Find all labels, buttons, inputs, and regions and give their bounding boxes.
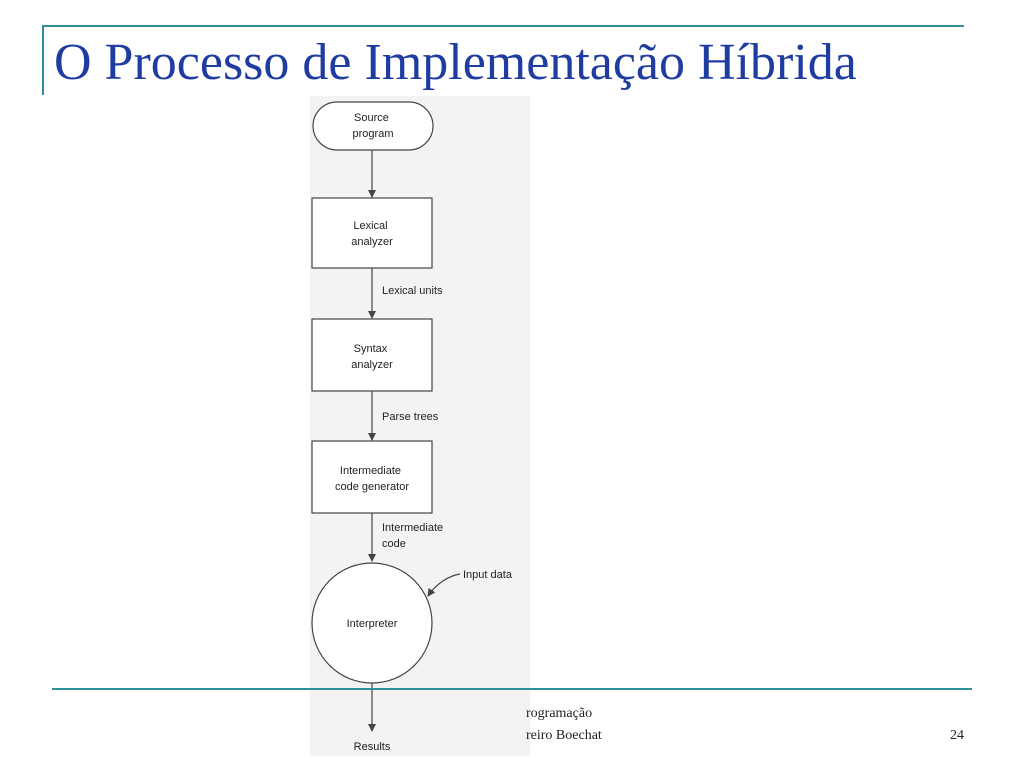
slide-title: O Processo de Implementação Híbrida bbox=[54, 34, 857, 91]
footer-author-text: reiro Boechat bbox=[526, 728, 602, 743]
title-top-rule bbox=[42, 25, 964, 27]
input-data-label: Input data bbox=[463, 569, 513, 581]
intermediate-code-generator-node bbox=[311, 440, 433, 514]
footer-course-text: rogramação bbox=[526, 706, 593, 721]
syntax-analyzer-label-line-2: analyzer bbox=[351, 359, 393, 371]
page-number: 24 bbox=[950, 728, 964, 743]
interpreter-label-line-1: Interpreter bbox=[347, 618, 398, 630]
syntax-analyzer-label: Syntax analyzer bbox=[351, 343, 393, 371]
interpreter-label: Interpreter bbox=[347, 618, 398, 630]
lexical-analyzer-label: Lexical analyzer bbox=[351, 220, 393, 248]
intermediate-code-generator-label-line-1: Intermediate bbox=[340, 465, 401, 477]
intermediate-code-label-line-2: code bbox=[382, 538, 406, 550]
results-label-line-1: Results bbox=[354, 741, 391, 753]
intermediate-code-label-line-1: Intermediate bbox=[382, 522, 443, 534]
source-program-label-line-1: Source bbox=[354, 112, 389, 124]
source-program-label: Source program bbox=[353, 112, 394, 140]
parse-trees-label-line-1: Parse trees bbox=[382, 411, 439, 423]
input-data-label-line-1: Input data bbox=[463, 569, 513, 581]
lexical-units-label-line-1: Lexical units bbox=[382, 285, 443, 297]
intermediate-code-generator-label: Intermediate code generator bbox=[335, 465, 409, 493]
lexical-analyzer-label-line-1: Lexical bbox=[353, 220, 387, 232]
parse-trees-label: Parse trees bbox=[382, 411, 439, 423]
flowchart-svg: Source program Lexical analyzer Lexical … bbox=[311, 101, 513, 753]
syntax-analyzer-label-line-1: Syntax bbox=[354, 343, 388, 355]
title-left-rule bbox=[42, 25, 44, 95]
intermediate-code-generator-label-line-2: code generator bbox=[335, 481, 409, 493]
lexical-units-label: Lexical units bbox=[382, 285, 443, 297]
syntax-analyzer-node bbox=[311, 318, 433, 392]
source-program-node bbox=[312, 101, 434, 151]
source-program-label-line-2: program bbox=[353, 128, 394, 140]
footer-rule bbox=[52, 688, 972, 690]
intermediate-code-label: Intermediate code bbox=[382, 522, 446, 550]
lexical-analyzer-node bbox=[311, 197, 433, 269]
lexical-analyzer-label-line-2: analyzer bbox=[351, 236, 393, 248]
flowchart-figure: Source program Lexical analyzer Lexical … bbox=[310, 96, 530, 756]
results-label: Results bbox=[354, 741, 391, 753]
arrow-input-data bbox=[427, 573, 461, 597]
